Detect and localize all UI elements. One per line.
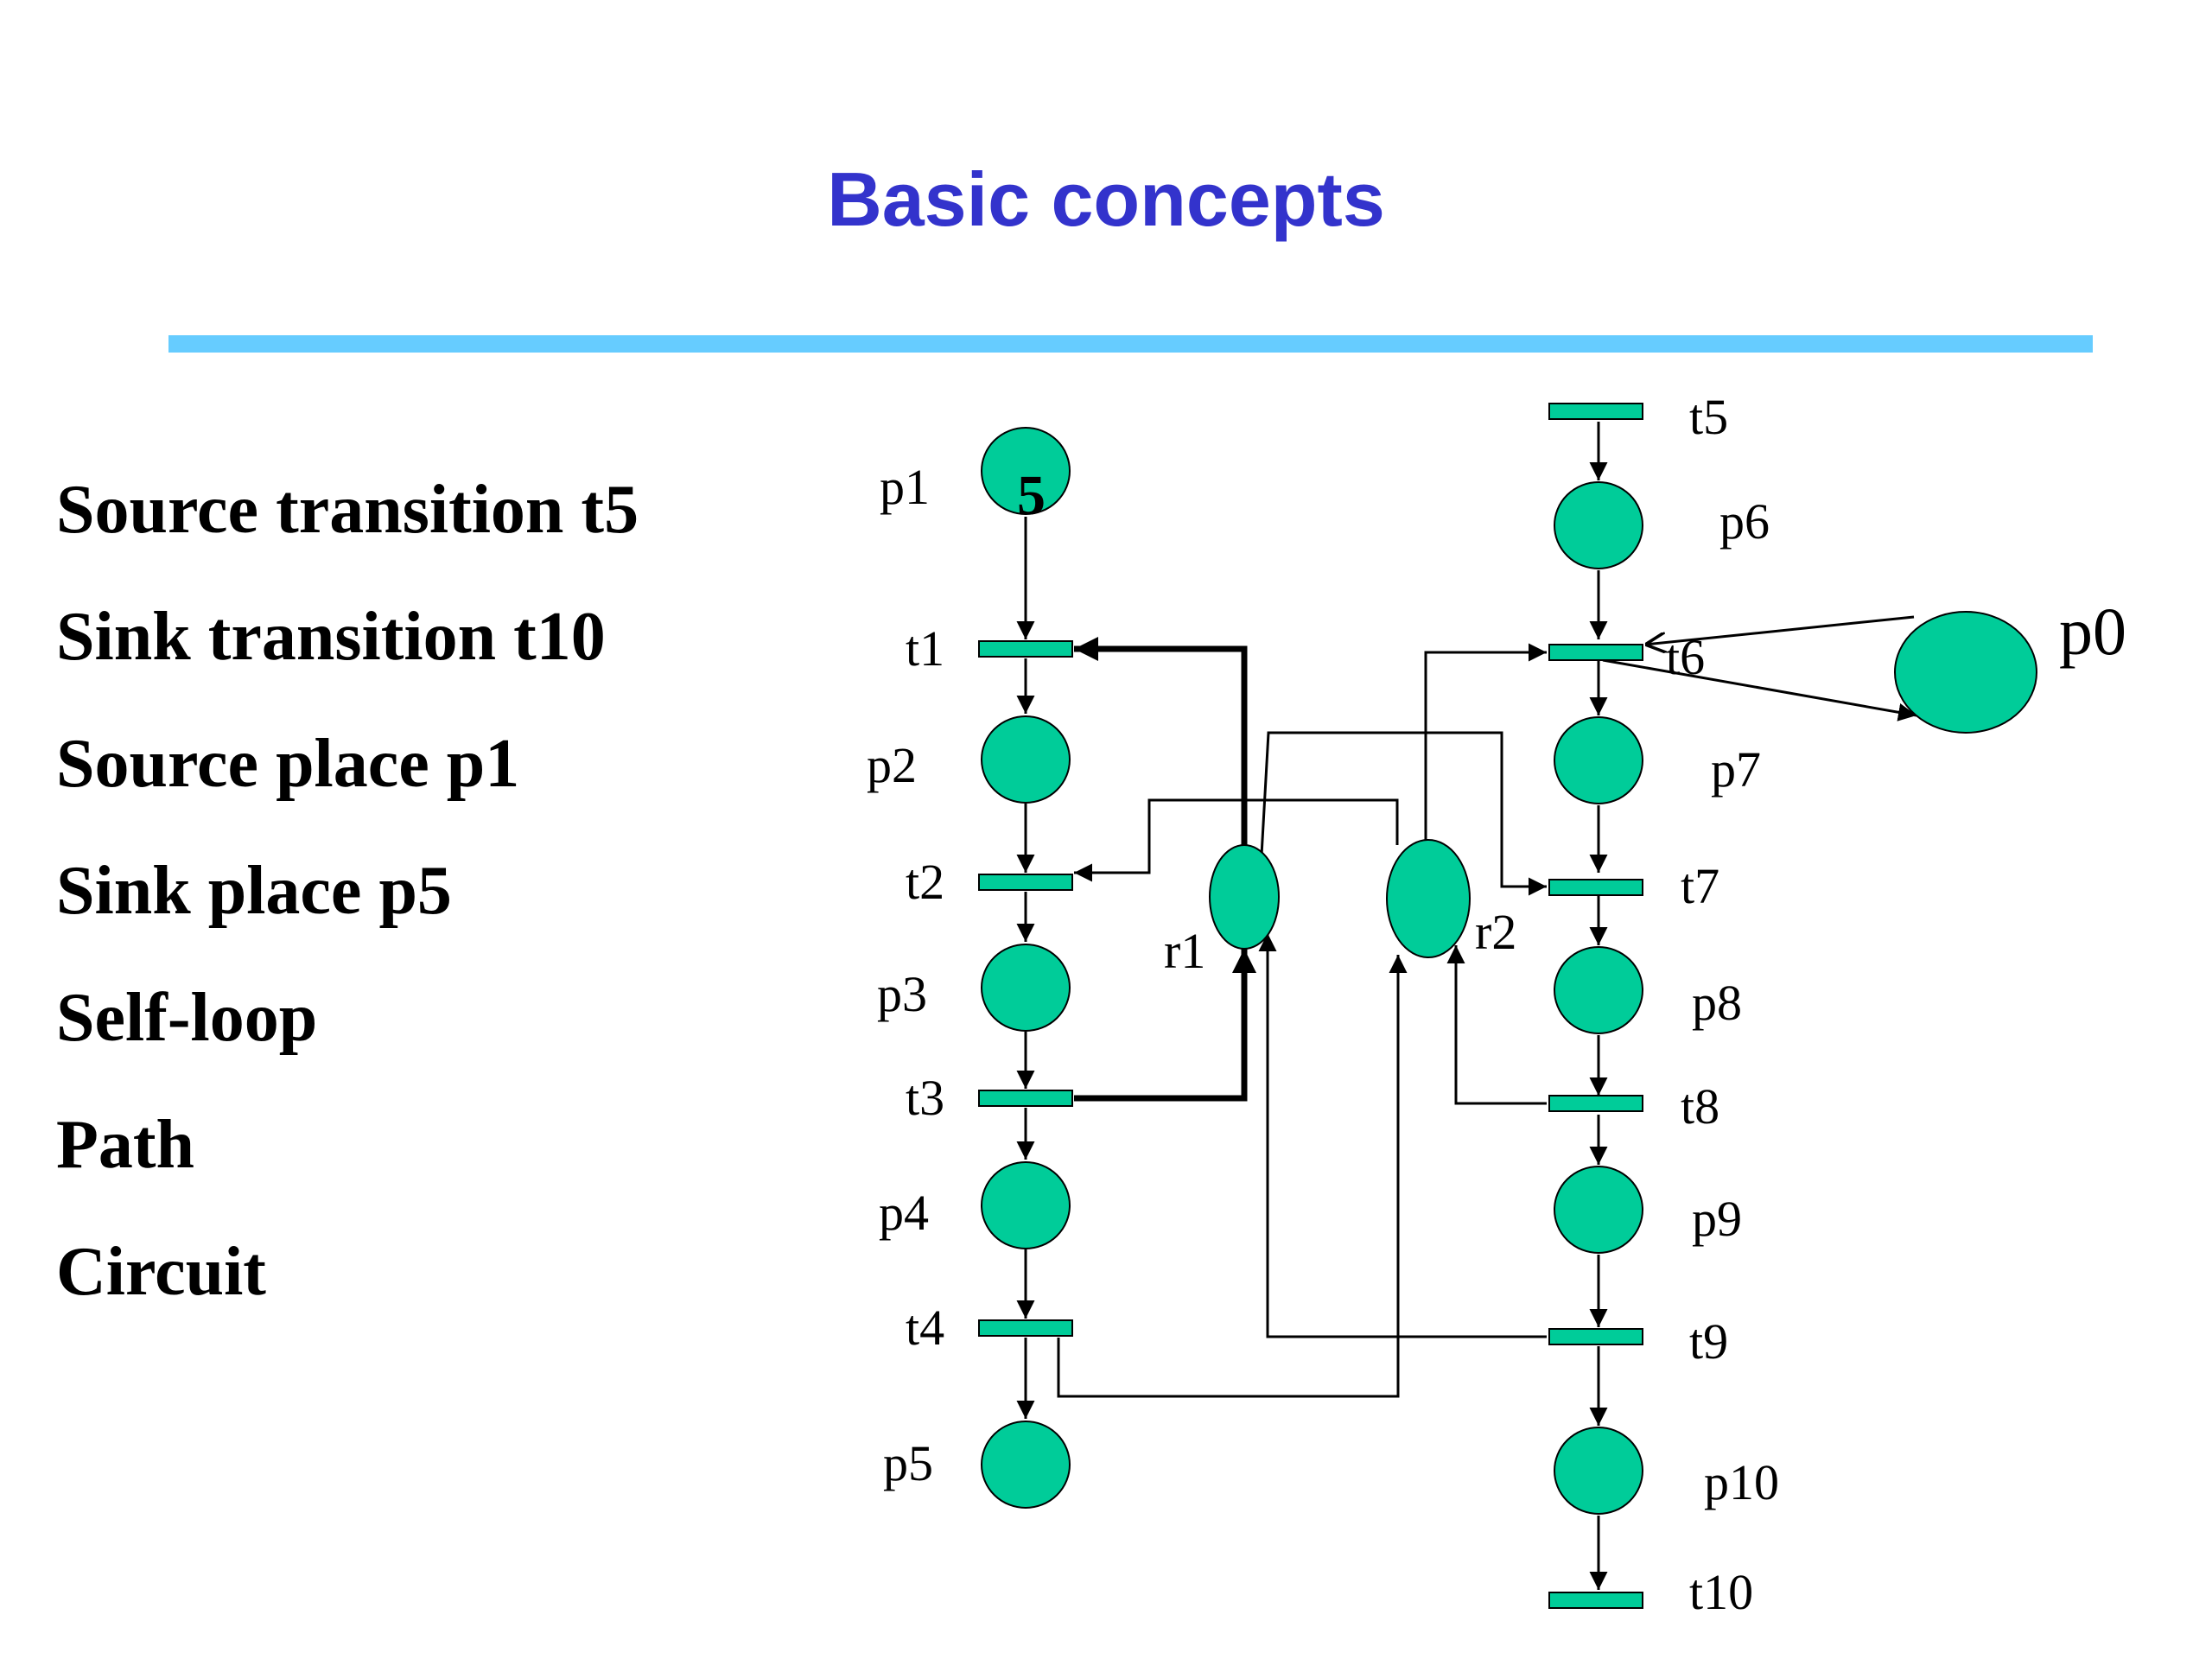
transition-t5 xyxy=(1548,403,1643,420)
label-p5: p5 xyxy=(883,1435,933,1491)
arc-r1-t7 xyxy=(1260,731,1547,896)
place-p2 xyxy=(981,715,1071,804)
concept-circuit: Circuit xyxy=(56,1234,266,1310)
token-count-p1: 5 xyxy=(1017,464,1046,527)
transition-t6 xyxy=(1548,644,1643,661)
label-t4: t4 xyxy=(906,1300,944,1356)
label-p8: p8 xyxy=(1692,975,1742,1031)
transition-t1 xyxy=(978,640,1073,658)
slide-title: Basic concepts xyxy=(827,156,1385,242)
places xyxy=(981,427,2037,1515)
concept-sink-place: Sink place p5 xyxy=(56,853,452,929)
place-p9 xyxy=(1554,1166,1643,1254)
label-p3: p3 xyxy=(877,966,927,1022)
arc-t6-p0 xyxy=(1602,658,1917,721)
concept-source-transition: Source transition t5 xyxy=(56,472,639,548)
label-t8: t8 xyxy=(1681,1078,1719,1135)
label-t9: t9 xyxy=(1689,1313,1728,1370)
label-t3: t3 xyxy=(906,1070,944,1126)
label-t1: t1 xyxy=(906,620,944,677)
label-p1: p1 xyxy=(880,459,930,515)
transition-t3 xyxy=(978,1090,1073,1107)
transition-t7 xyxy=(1548,879,1643,896)
arc-t4-r2 xyxy=(1057,955,1408,1398)
concept-source-place: Source place p1 xyxy=(56,726,520,802)
label-p9: p9 xyxy=(1692,1191,1742,1247)
label-r1: r1 xyxy=(1164,923,1205,979)
place-p10 xyxy=(1554,1427,1643,1515)
label-p4: p4 xyxy=(879,1185,929,1241)
label-p6: p6 xyxy=(1719,493,1770,550)
transition-t9 xyxy=(1548,1328,1643,1345)
label-t2: t2 xyxy=(906,854,944,910)
place-p5 xyxy=(981,1421,1071,1509)
arc-t9-r1 xyxy=(1258,933,1547,1338)
label-p10: p10 xyxy=(1704,1454,1779,1510)
arcs-resources xyxy=(1057,615,1917,1398)
concept-list: Source transition t5 Sink transition t10… xyxy=(56,462,639,1351)
arc-r1-t1 xyxy=(1074,637,1248,845)
place-p6 xyxy=(1554,481,1643,569)
label-t5: t5 xyxy=(1689,389,1728,445)
transition-t2 xyxy=(978,874,1073,891)
arc-t3-r1 xyxy=(1074,949,1256,1102)
arc-p0-t6 xyxy=(1645,615,1915,645)
label-p2: p2 xyxy=(867,737,917,793)
title-divider xyxy=(168,335,2093,353)
transitions xyxy=(978,403,1643,1609)
labels: p1 p2 p3 p4 p5 p6 p7 p8 p9 p10 p0 r1 r2 … xyxy=(867,389,2126,1620)
place-r2 xyxy=(1386,839,1471,958)
concept-self-loop: Self-loop xyxy=(56,980,318,1056)
place-p1 xyxy=(981,427,1071,515)
label-t7: t7 xyxy=(1681,858,1719,914)
label-t10: t10 xyxy=(1689,1564,1753,1620)
label-t6: t6 xyxy=(1666,629,1705,685)
label-p7: p7 xyxy=(1711,741,1761,798)
transition-t10 xyxy=(1548,1592,1643,1609)
concept-path: Path xyxy=(56,1107,194,1183)
place-p4 xyxy=(981,1161,1071,1249)
arc-r2-t6 xyxy=(1424,643,1547,840)
label-r2: r2 xyxy=(1475,904,1516,960)
place-r1 xyxy=(1209,844,1280,950)
place-p3 xyxy=(981,944,1071,1032)
place-p8 xyxy=(1554,946,1643,1034)
transition-t4 xyxy=(978,1319,1073,1337)
concept-sink-transition: Sink transition t10 xyxy=(56,599,606,675)
transition-t8 xyxy=(1548,1095,1643,1112)
place-p7 xyxy=(1554,716,1643,804)
arc-r2-t2 xyxy=(1074,798,1399,882)
place-p0 xyxy=(1894,611,2037,734)
label-p0: p0 xyxy=(2059,594,2126,669)
arc-t8-r2 xyxy=(1446,945,1547,1105)
